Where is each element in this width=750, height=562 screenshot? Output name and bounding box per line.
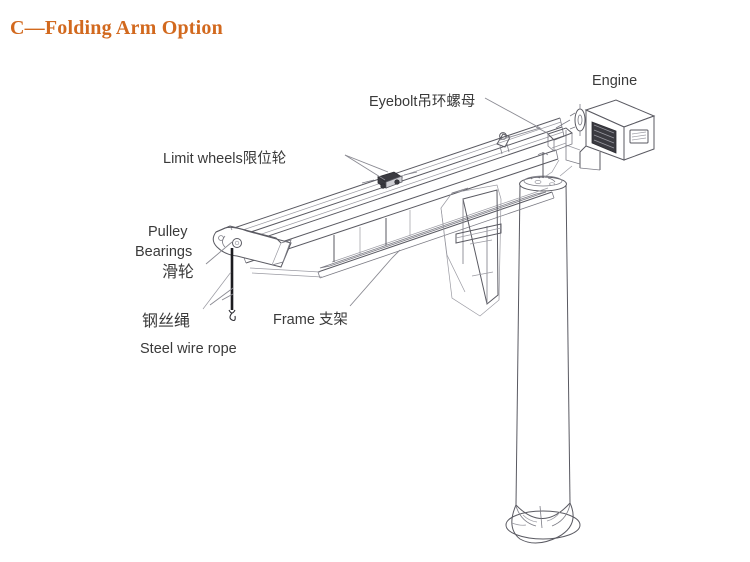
leader-limit-wheels [344,154,386,181]
label-steel-wire-rope-cn: 钢丝绳 [142,313,191,330]
frame-gusset [440,184,502,317]
engine-winch-unit [542,99,656,179]
label-pulley-line1: Pulley [148,224,188,240]
label-limit-wheels: Limit wheels限位轮 [163,151,287,167]
leader-lines [205,97,550,307]
label-steel-wire-rope-en: Steel wire rope [140,341,237,357]
leader-steel-wire-rope [209,287,234,306]
leader-frame [349,249,401,307]
mast-head-pivot [537,127,573,178]
label-engine: Engine [592,73,638,89]
steel-wire-rope [202,248,236,322]
label-eyebolt: Eyebolt吊环螺母 [369,94,476,110]
limit-wheel-block [361,171,418,189]
leader-pulley [205,241,233,265]
mast-column [505,175,581,544]
label-pulley-line2: Bearings [135,244,193,260]
leader-eyebolt [484,97,542,141]
label-pulley-line3: 滑轮 [162,264,195,281]
page-title: C—Folding Arm Option [10,17,223,39]
label-frame: Frame 支架 [273,312,348,328]
